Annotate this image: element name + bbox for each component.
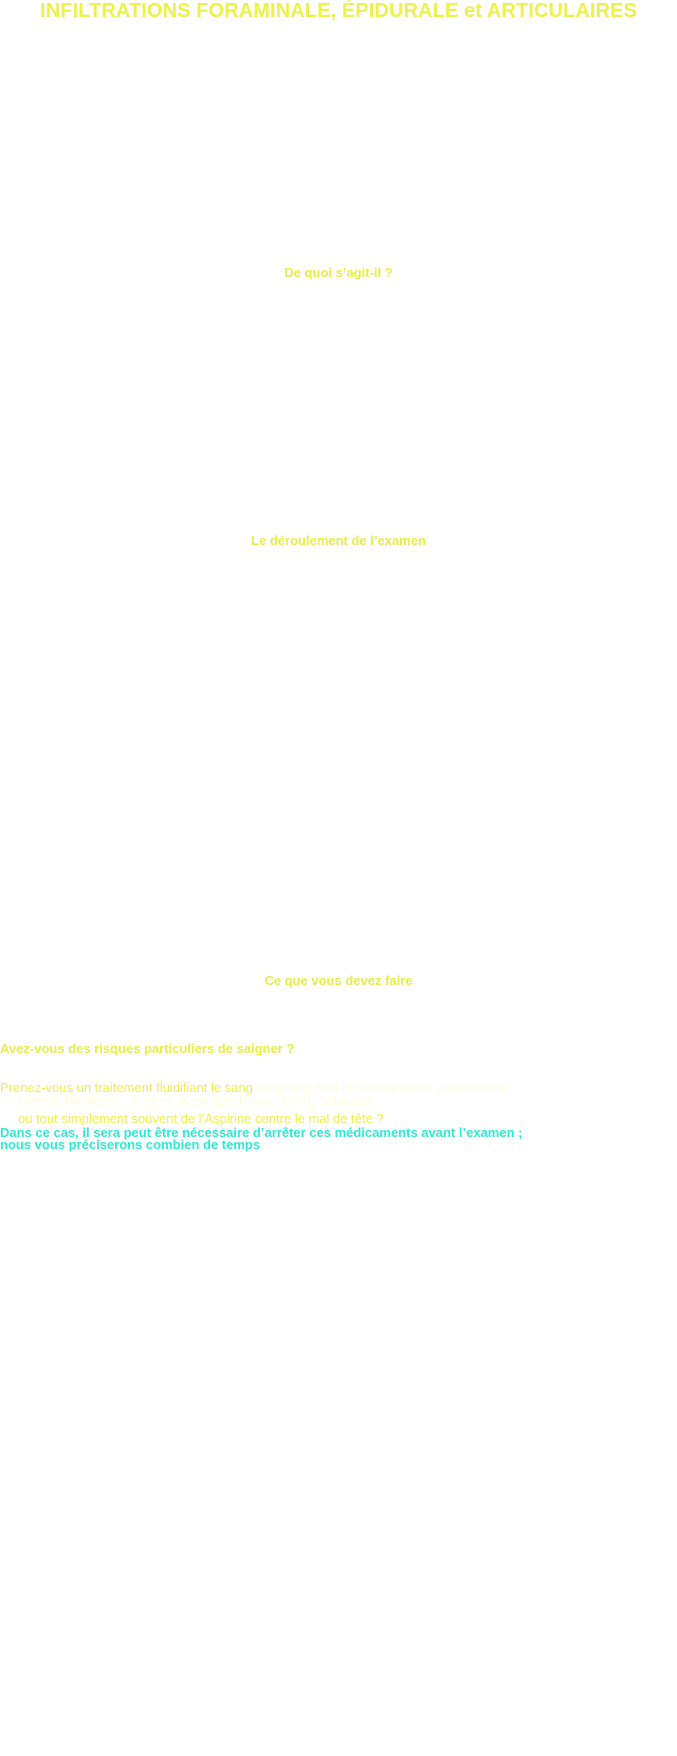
text-fluidifiant: Prenez-vous un traitement fluidifiant le… <box>0 1080 508 1095</box>
page-title: INFILTRATIONS FORAMINALE, ÉPIDURALE et A… <box>40 0 637 22</box>
section-heading-deroulement: Le déroulement de l’examen <box>251 533 426 548</box>
warning-duree: nous vous préciserons combien de temps <box>0 1137 261 1152</box>
section-heading-quoi: De quoi s’agit-il ? <box>284 265 393 280</box>
question-saigner: Avez-vous des risques particuliers de sa… <box>0 1041 295 1056</box>
text-medicaments-list: comme Previscan, Sintrom, Kardégic, Plav… <box>18 1093 373 1108</box>
warning-arret-medicaments: Dans ce cas, il sera peut être nécessair… <box>0 1125 523 1140</box>
text-fluidifiant-faint: (anticoagulant ou antiagrégant plaquetta… <box>252 1080 509 1095</box>
text-fluidifiant-main: Prenez-vous un traitement fluidifiant le… <box>0 1080 253 1095</box>
text-aspirine: ou tout simplement souvent de l’Aspirine… <box>18 1111 384 1126</box>
section-heading-faire: Ce que vous devez faire <box>264 973 413 988</box>
